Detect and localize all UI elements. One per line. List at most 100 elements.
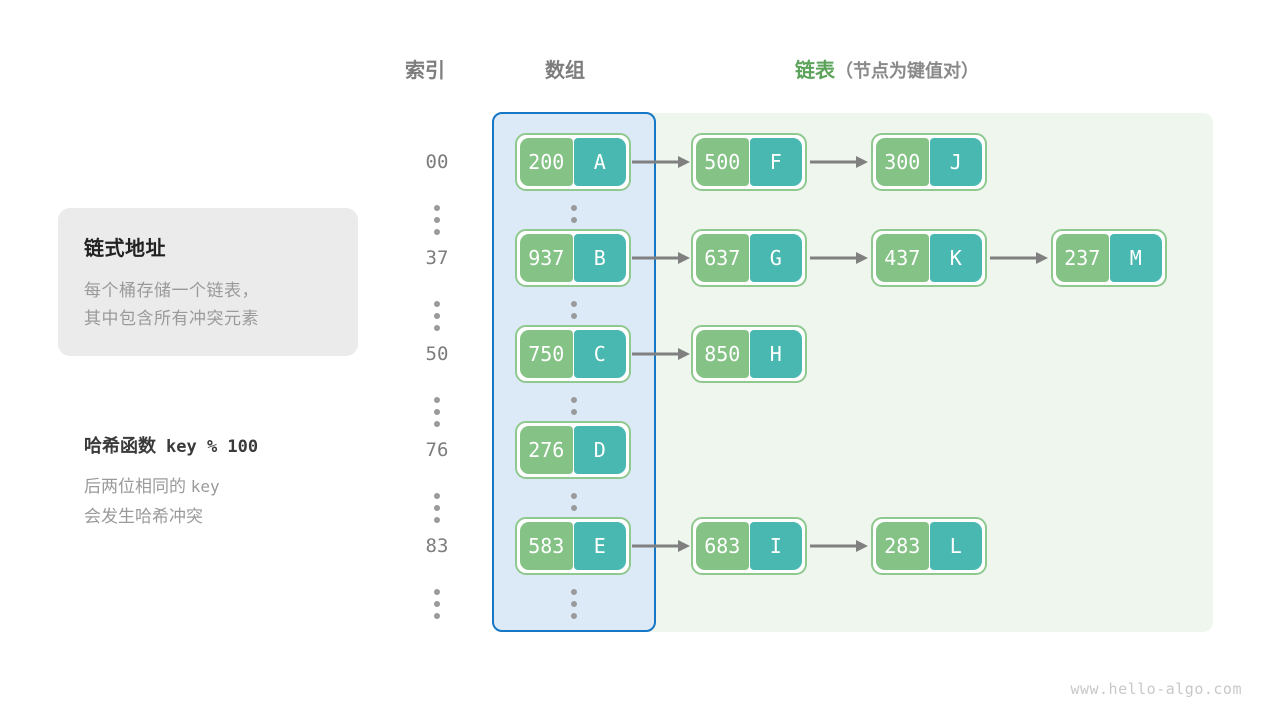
ellipsis-dot — [434, 505, 440, 511]
ellipsis-dot — [571, 301, 577, 307]
node-key: 283 — [876, 522, 929, 570]
ellipsis-dot — [434, 325, 440, 331]
info-card-line-1: 每个桶存储一个链表， — [84, 281, 259, 300]
ellipsis-dot — [434, 217, 440, 223]
hash-note-line-2: 会发生哈希冲突 — [84, 507, 203, 526]
info-card-line-2: 其中包含所有冲突元素 — [84, 309, 259, 328]
column-header-linked-list-sub: （节点为键值对） — [835, 61, 979, 81]
node-value: F — [749, 138, 802, 186]
node-key: 637 — [696, 234, 749, 282]
chain-arrow — [810, 252, 868, 264]
node-value: I — [749, 522, 802, 570]
hash-function-title: 哈希函数 key % 100 — [84, 432, 414, 458]
row-index-label: 37 — [425, 247, 449, 269]
node-key: 937 — [520, 234, 573, 282]
node-key: 500 — [696, 138, 749, 186]
vertical-ellipsis — [434, 397, 440, 427]
ellipsis-dot — [571, 601, 577, 607]
node-key: 583 — [520, 522, 573, 570]
node-value: H — [749, 330, 802, 378]
chain-arrow — [632, 540, 690, 552]
node-key: 200 — [520, 138, 573, 186]
ellipsis-dot — [434, 229, 440, 235]
chain-arrow — [990, 252, 1048, 264]
ellipsis-dot — [434, 301, 440, 307]
ellipsis-dot — [571, 409, 577, 415]
column-header-linked-list: 链表（节点为键值对） — [795, 54, 979, 83]
ellipsis-dot — [434, 613, 440, 619]
row-index-label: 50 — [425, 343, 449, 365]
ellipsis-dot — [571, 205, 577, 211]
node-key: 437 — [876, 234, 929, 282]
node-key: 300 — [876, 138, 929, 186]
column-header-index: 索引 — [405, 60, 445, 82]
node-value: J — [929, 138, 982, 186]
ellipsis-dot — [434, 205, 440, 211]
ellipsis-dot — [434, 409, 440, 415]
hash-note-line-1-text: 后两位相同的 — [84, 477, 186, 496]
hash-note-line-1-code: key — [190, 477, 220, 496]
node-value: G — [749, 234, 802, 282]
info-card-title: 链式地址 — [84, 238, 166, 260]
watermark: www.hello-algo.com — [1070, 680, 1242, 698]
ellipsis-dot — [571, 505, 577, 511]
node-key: 750 — [520, 330, 573, 378]
node-key: 276 — [520, 426, 573, 474]
node-value: B — [573, 234, 626, 282]
row-index-label: 00 — [425, 151, 449, 173]
column-header-array: 数组 — [545, 60, 585, 82]
row-index-label: 83 — [425, 535, 449, 557]
ellipsis-dot — [571, 217, 577, 223]
hash-function-expression: key % 100 — [166, 437, 259, 457]
column-header-linked-list-main: 链表 — [795, 60, 835, 82]
ellipsis-dot — [434, 313, 440, 319]
ellipsis-dot — [571, 493, 577, 499]
hash-function-note: 哈希函数 key % 100 后两位相同的 key 会发生哈希冲突 — [84, 432, 414, 532]
node-value: C — [573, 330, 626, 378]
info-card: 链式地址 每个桶存储一个链表， 其中包含所有冲突元素 — [58, 208, 358, 356]
node-value: K — [929, 234, 982, 282]
chain-arrow — [810, 540, 868, 552]
node-key: 237 — [1056, 234, 1109, 282]
ellipsis-dot — [434, 517, 440, 523]
ellipsis-dot — [434, 493, 440, 499]
ellipsis-dot — [571, 589, 577, 595]
chain-arrow — [632, 348, 690, 360]
ellipsis-dot — [434, 421, 440, 427]
row-index-label: 76 — [425, 439, 449, 461]
vertical-ellipsis — [434, 301, 440, 331]
vertical-ellipsis — [434, 493, 440, 523]
node-value: M — [1109, 234, 1162, 282]
vertical-ellipsis — [434, 589, 440, 619]
ellipsis-dot — [571, 613, 577, 619]
chain-arrow — [810, 156, 868, 168]
ellipsis-dot — [434, 397, 440, 403]
node-value: A — [573, 138, 626, 186]
hash-note-line-1: 后两位相同的 key — [84, 472, 414, 502]
node-key: 683 — [696, 522, 749, 570]
node-key: 850 — [696, 330, 749, 378]
ellipsis-dot — [434, 589, 440, 595]
chain-arrow — [632, 252, 690, 264]
ellipsis-dot — [571, 313, 577, 319]
node-value: E — [573, 522, 626, 570]
vertical-ellipsis — [434, 205, 440, 235]
vertical-ellipsis — [571, 589, 577, 619]
ellipsis-dot — [571, 397, 577, 403]
node-value: D — [573, 426, 626, 474]
node-value: L — [929, 522, 982, 570]
